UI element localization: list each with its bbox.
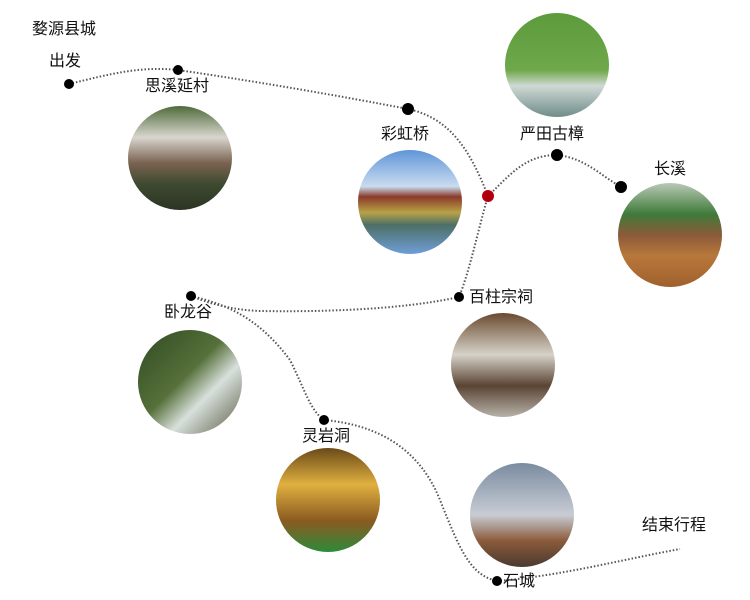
stop-marker-changxi[interactable] [615,181,627,193]
start-label: 出发 [49,51,82,70]
stop-marker-baizhu[interactable] [454,292,464,302]
stop-marker-wolong[interactable] [186,291,196,301]
route-segment [68,67,489,197]
stop-marker-caihong[interactable] [402,103,414,115]
end-label: 结束行程 [642,515,707,534]
stop-marker-sixi[interactable] [173,65,183,75]
ancestral-hall-icon [451,313,555,417]
camphor-tree-icon [505,13,609,117]
stop-label-baizhu[interactable]: 百柱宗祠 [469,287,534,306]
stop-marker-yantian[interactable] [551,149,563,161]
stop-marker-shicheng[interactable] [492,576,502,586]
stop-label-lingyan[interactable]: 灵岩洞 [302,426,351,445]
route-segment [458,195,489,298]
bridge-icon [358,150,462,254]
cave-icon [276,448,380,552]
stop-markers [64,65,627,586]
village-icon [128,106,232,210]
route-segment [487,153,622,197]
map-title: 婺源县城 [32,19,97,38]
waterfall-icon [138,330,242,434]
misty-village-icon [470,463,574,567]
stop-label-yantian[interactable]: 严田古樟 [520,124,585,143]
route-segment [496,548,681,582]
route-lines [68,67,681,582]
valley-village-icon [618,183,722,287]
stop-label-shicheng[interactable]: 石城 [503,571,536,590]
start-marker[interactable] [64,79,74,89]
scenic-photos [128,13,722,567]
stop-label-wolong[interactable]: 卧龙谷 [164,302,213,321]
stop-label-sixi[interactable]: 思溪延村 [145,76,210,95]
stop-label-caihong[interactable]: 彩虹桥 [381,124,430,143]
stop-marker-lingyan[interactable] [319,415,329,425]
junction-marker[interactable] [482,190,494,202]
stop-label-changxi[interactable]: 长溪 [654,159,687,178]
